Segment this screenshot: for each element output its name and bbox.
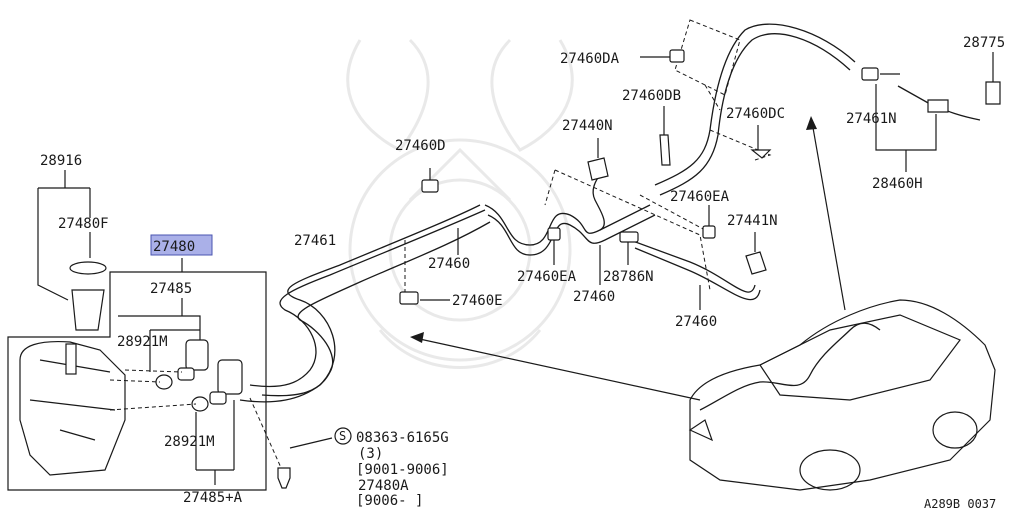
dash-outlines [404, 19, 772, 300]
arrow-to-tank-line [414, 337, 701, 401]
rear-nozzle-28775[interactable] [985, 81, 1001, 105]
clip-27460EA-b[interactable] [702, 225, 716, 239]
arrow-to-tank-head [410, 332, 424, 343]
label-28775[interactable]: 28775 [963, 35, 1005, 51]
label-27460-c[interactable]: 27460 [675, 314, 717, 330]
hose-to-27440N[interactable] [592, 174, 605, 231]
label-28786N[interactable]: 28786N [603, 269, 654, 285]
front-wheel [799, 449, 861, 491]
label-27460EA-a[interactable]: 27460EA [517, 269, 577, 285]
rear-washer-group [861, 52, 1001, 172]
leader-28460H [875, 84, 937, 172]
car-headlight [688, 419, 714, 442]
label-27461[interactable]: 27461 [294, 233, 336, 249]
hose-upper-b[interactable] [659, 33, 851, 196]
tank-group-frame [7, 271, 267, 491]
rear-joint[interactable] [927, 99, 949, 113]
label-27441N[interactable]: 27441N [727, 213, 778, 229]
grommet-lower[interactable] [191, 396, 209, 412]
clip-27460DC[interactable] [750, 149, 772, 159]
label-27460E[interactable]: 27460E [452, 293, 503, 309]
clips [399, 49, 772, 310]
reservoir-neck [65, 343, 77, 375]
diagram-code: A289B 0037 [924, 497, 996, 511]
clip-27460DB[interactable] [659, 134, 671, 166]
car-hose-route [699, 322, 881, 411]
bolt-spec-number[interactable]: 08363-6165G [356, 430, 449, 446]
filler-cap[interactable] [69, 261, 107, 275]
pump-dash-lines [109, 369, 197, 411]
bolt-spec-circle [334, 427, 352, 445]
car-windows [759, 314, 961, 401]
arrow-to-hose-line [811, 121, 846, 311]
car-illustration [688, 299, 996, 491]
label-28916[interactable]: 28916 [40, 153, 82, 169]
bolt-spec-range2: [9006- ] [356, 493, 423, 509]
nozzle-27440N[interactable] [587, 157, 609, 181]
bolt-spec-alt-number[interactable]: 27480A [358, 478, 409, 494]
pump-upper[interactable] [177, 339, 209, 381]
label-27460-a[interactable]: 27460 [428, 256, 470, 272]
bolt[interactable] [277, 467, 291, 489]
label-27460DB[interactable]: 27460DB [622, 88, 681, 104]
leader-bolt [289, 437, 333, 449]
label-27480F[interactable]: 27480F [58, 216, 109, 232]
bolt-spec-range1: [9001-9006] [356, 462, 449, 478]
pointer-arrows [410, 116, 846, 401]
clip-27460EA-a[interactable] [547, 227, 561, 241]
label-27460-b[interactable]: 27460 [573, 289, 615, 305]
washer-hoses [239, 23, 856, 403]
label-27485A[interactable]: 27485+A [183, 490, 243, 506]
label-27460DC[interactable]: 27460DC [726, 106, 785, 122]
nozzle-27441N[interactable] [745, 251, 767, 275]
label-27460D[interactable]: 27460D [395, 138, 446, 154]
label-28460H[interactable]: 28460H [872, 176, 923, 192]
clip-27460D[interactable] [421, 179, 439, 193]
label-27485[interactable]: 27485 [150, 281, 192, 297]
label-27460DA[interactable]: 27460DA [560, 51, 620, 67]
bolt-group [249, 397, 352, 489]
hose-27461-c[interactable] [261, 221, 491, 397]
label-28921M-top[interactable]: 28921M [117, 334, 168, 350]
arrow-to-hose-head [806, 116, 817, 130]
hose-27460-c[interactable] [629, 239, 756, 293]
bolt-spec-symbol: S [339, 429, 346, 443]
rear-wheel [932, 411, 978, 449]
leader-27485 [118, 298, 201, 342]
clip-27460DA[interactable] [669, 49, 685, 63]
connector-27461N[interactable] [861, 67, 879, 81]
washer-reservoir[interactable] [19, 340, 126, 476]
car-body [689, 299, 996, 491]
label-27440N[interactable]: 27440N [562, 118, 613, 134]
leader-28916 [37, 170, 91, 301]
hose-27461-a[interactable] [239, 204, 481, 403]
leader-28921M-top [149, 329, 200, 372]
pump-lower[interactable] [209, 359, 243, 405]
grommet-upper[interactable] [155, 374, 173, 390]
hose-upper-a[interactable] [654, 23, 856, 186]
label-27480[interactable]: 27480 [153, 239, 195, 255]
clip-27460E[interactable] [399, 291, 419, 305]
leader-28921M-bot [195, 400, 235, 485]
watermark-emblem [346, 38, 574, 369]
connector-28786N[interactable] [619, 231, 639, 243]
washer-tank-group [7, 170, 267, 491]
bolt-dash [249, 397, 283, 471]
label-27461N[interactable]: 27461N [846, 111, 897, 127]
bolt-spec-qty: (3) [358, 446, 383, 462]
filler-neck[interactable] [71, 289, 105, 331]
highlight-27480 [150, 234, 213, 256]
hose-27460-d[interactable] [634, 247, 761, 301]
label-27460EA-b[interactable]: 27460EA [670, 189, 730, 205]
label-28921M-bot[interactable]: 28921M [164, 434, 215, 450]
hose-27461-b[interactable] [249, 209, 486, 388]
